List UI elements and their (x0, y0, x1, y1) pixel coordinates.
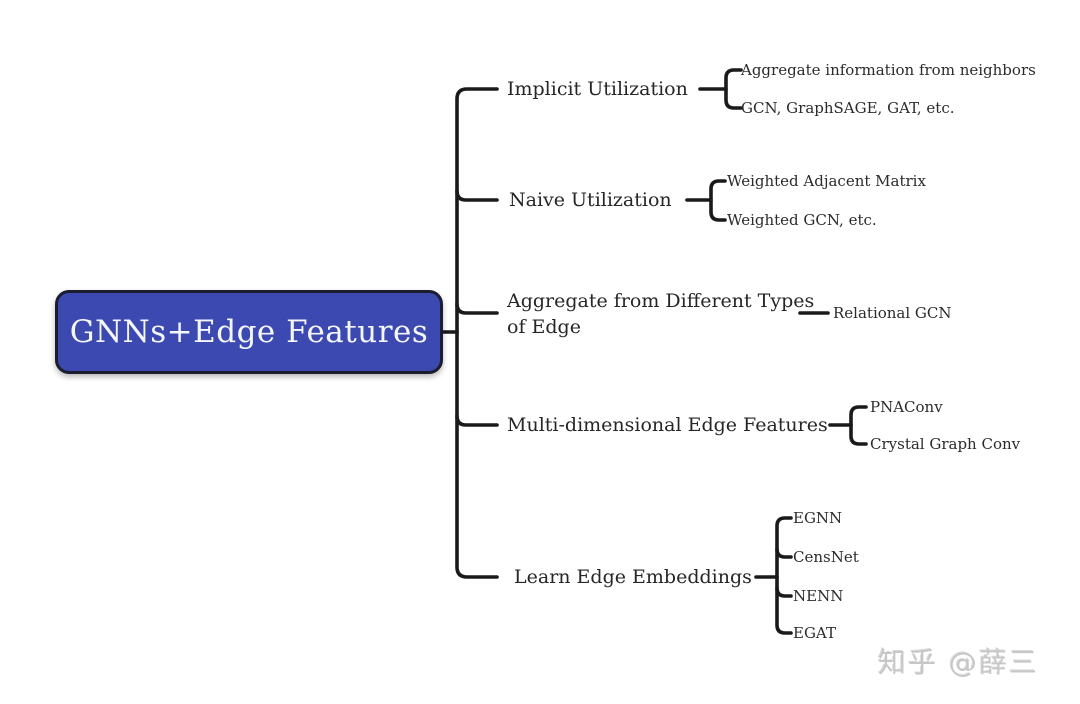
branch-1-bracket (724, 68, 743, 110)
child-label-weighted-adjacent-matrix: Weighted Adjacent Matrix (727, 172, 926, 190)
root-node-label: GNNs+Edge Features (69, 314, 429, 350)
branch-5-tap-censnet (775, 547, 793, 559)
branch-5-tap-nenn (775, 586, 793, 598)
trunk-connector (455, 87, 499, 579)
branch-label-multi-dimensional-edge-features: Multi-dimensional Edge Features (507, 414, 828, 436)
branch-label-learn-edge-embeddings: Learn Edge Embeddings (514, 566, 752, 588)
child-label-nenn: NENN (793, 587, 844, 605)
branch-2-bracket (709, 179, 727, 222)
branch-2-tap (455, 189, 499, 202)
root-node-gnns-edge-features: GNNs+Edge Features (55, 290, 443, 374)
child-label-egat: EGAT (793, 624, 836, 642)
branch-label-naive-utilization: Naive Utilization (509, 189, 672, 211)
branch-label-implicit-utilization: Implicit Utilization (507, 78, 688, 100)
zhihu-watermark: 知乎 @薛三 (878, 646, 1039, 679)
child-label-crystal-graph-conv: Crystal Graph Conv (870, 435, 1021, 453)
branch-label-aggregate-different-edge-types: Aggregate from Different Types of Edge (507, 290, 815, 338)
child-label-aggregate-information: Aggregate information from neighbors (741, 61, 1036, 79)
child-label-censnet: CensNet (793, 548, 859, 566)
child-label-relational-gcn: Relational GCN (833, 304, 952, 322)
child-label-gcn-graphsage-gat: GCN, GraphSAGE, GAT, etc. (741, 99, 955, 117)
branch-4-tap (455, 414, 499, 427)
branch-5-bracket (775, 516, 793, 635)
branch-4-bracket (849, 405, 868, 446)
branch-3-tap (455, 302, 499, 315)
child-label-egnn: EGNN (793, 509, 843, 527)
child-label-pnaconv: PNAConv (870, 398, 943, 416)
child-label-weighted-gcn: Weighted GCN, etc. (727, 211, 877, 229)
